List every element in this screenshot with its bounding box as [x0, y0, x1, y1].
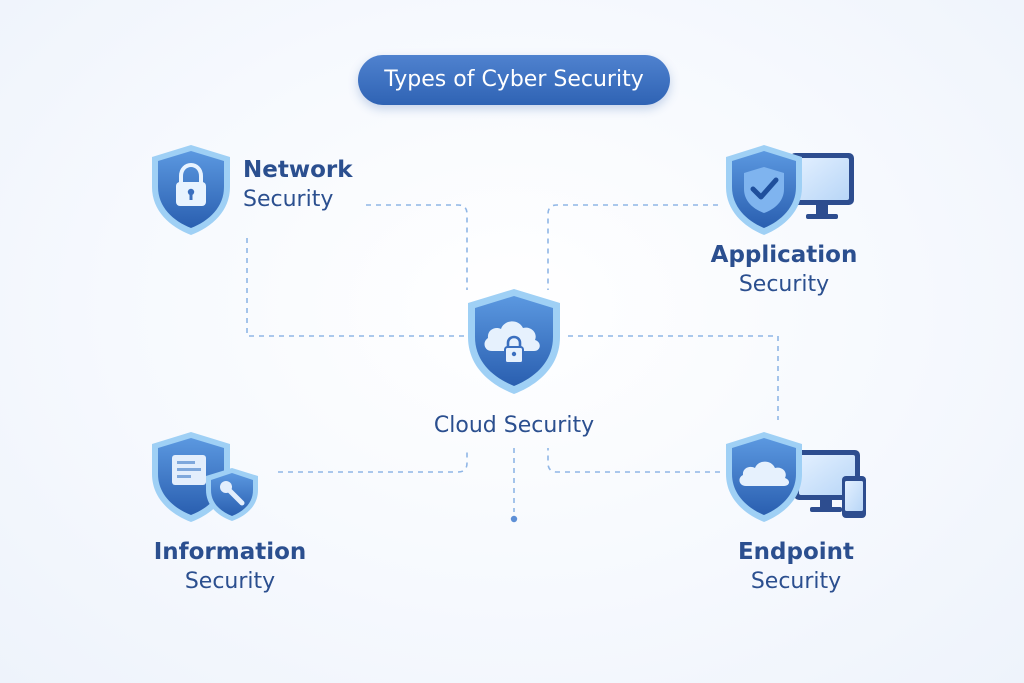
check-shield-monitor-icon — [726, 145, 854, 235]
cloud-lock-shield-icon — [468, 289, 560, 394]
node-cloud-label: Cloud Security — [433, 413, 595, 438]
node-information: Information Security — [140, 538, 320, 596]
application-subtitle: Security — [738, 271, 830, 297]
endpoint-subtitle: Security — [750, 568, 842, 594]
information-subtitle: Security — [184, 568, 276, 594]
information-title: Information — [153, 539, 307, 565]
endpoint-title: Endpoint — [737, 539, 855, 565]
network-subtitle: Security — [243, 186, 334, 212]
node-endpoint: Endpoint Security — [708, 538, 884, 596]
cloud-shield-devices-icon — [726, 432, 866, 522]
connector-network-down — [246, 238, 470, 337]
node-network: Network Security — [243, 156, 353, 214]
connector-endpoint — [547, 448, 720, 473]
network-title: Network — [243, 157, 353, 183]
node-application: Application Security — [694, 241, 874, 299]
document-shield-icon — [152, 432, 258, 522]
connector-application-down — [568, 335, 779, 420]
diagram-title: Types of Cyber Security — [358, 55, 670, 105]
connector-end-dot — [510, 515, 518, 523]
application-title: Application — [710, 242, 858, 268]
connector-application-top — [547, 204, 718, 290]
lock-shield-icon — [152, 145, 230, 235]
connector-network-top — [366, 204, 468, 290]
connector-information — [278, 448, 468, 473]
